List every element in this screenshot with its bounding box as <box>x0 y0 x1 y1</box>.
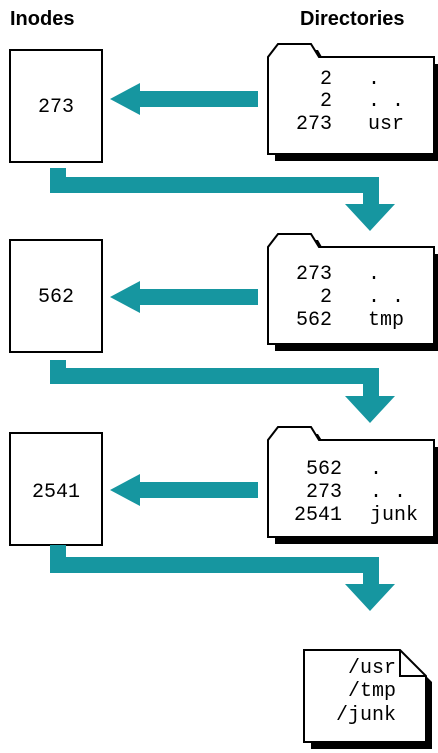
left-arrow <box>110 83 258 115</box>
directory-folder <box>267 233 435 345</box>
entry-inode: 273 <box>306 481 342 504</box>
entry-inode: 562 <box>306 458 342 481</box>
inodes-header: Inodes <box>10 8 75 30</box>
entry-inode: 273 <box>296 113 332 136</box>
entry-inode: 273 <box>296 263 332 286</box>
entry-name: tmp <box>368 309 404 332</box>
directory-folder <box>267 43 435 155</box>
entry-name: usr <box>368 113 404 136</box>
level-2: 562 273 . 2 . . 562 tmp <box>9 233 438 423</box>
entry-inode: 2541 <box>294 504 342 527</box>
entry-inode: 562 <box>296 309 332 332</box>
entry-name: . . <box>370 481 406 504</box>
inode-box <box>9 49 103 163</box>
file-page <box>303 649 427 743</box>
down-arrow <box>50 545 395 611</box>
level-1: 273 2 . 2 . . 273 usr <box>9 43 438 231</box>
inode-number: 2541 <box>32 481 80 504</box>
left-arrow <box>110 474 258 506</box>
entry-inode: 2 <box>320 68 332 91</box>
down-arrow <box>50 168 395 231</box>
file-path-line: /tmp <box>348 680 396 703</box>
file-path-line: /junk <box>336 704 396 727</box>
entry-name: . <box>368 68 380 91</box>
down-arrow <box>50 360 395 423</box>
level-3: 2541 562 . 273 . . 2541 junk <box>9 426 438 611</box>
file-corner-fold <box>399 650 426 677</box>
entry-name: . . <box>368 286 404 309</box>
inode-box <box>9 432 103 546</box>
entry-name: junk <box>370 504 418 527</box>
directories-header: Directories <box>300 8 405 30</box>
left-arrow <box>110 281 258 313</box>
entry-name: . <box>370 458 382 481</box>
entry-inode: 2 <box>320 90 332 113</box>
inode-number: 273 <box>38 96 74 119</box>
directory-folder <box>267 426 435 538</box>
entry-inode: 2 <box>320 286 332 309</box>
inode-number: 562 <box>38 286 74 309</box>
entry-name: . . <box>368 90 404 113</box>
file-path-line: /usr <box>348 657 396 680</box>
inode-box <box>9 239 103 353</box>
file-document: /usr /tmp /junk <box>303 649 432 749</box>
entry-name: . <box>368 263 380 286</box>
